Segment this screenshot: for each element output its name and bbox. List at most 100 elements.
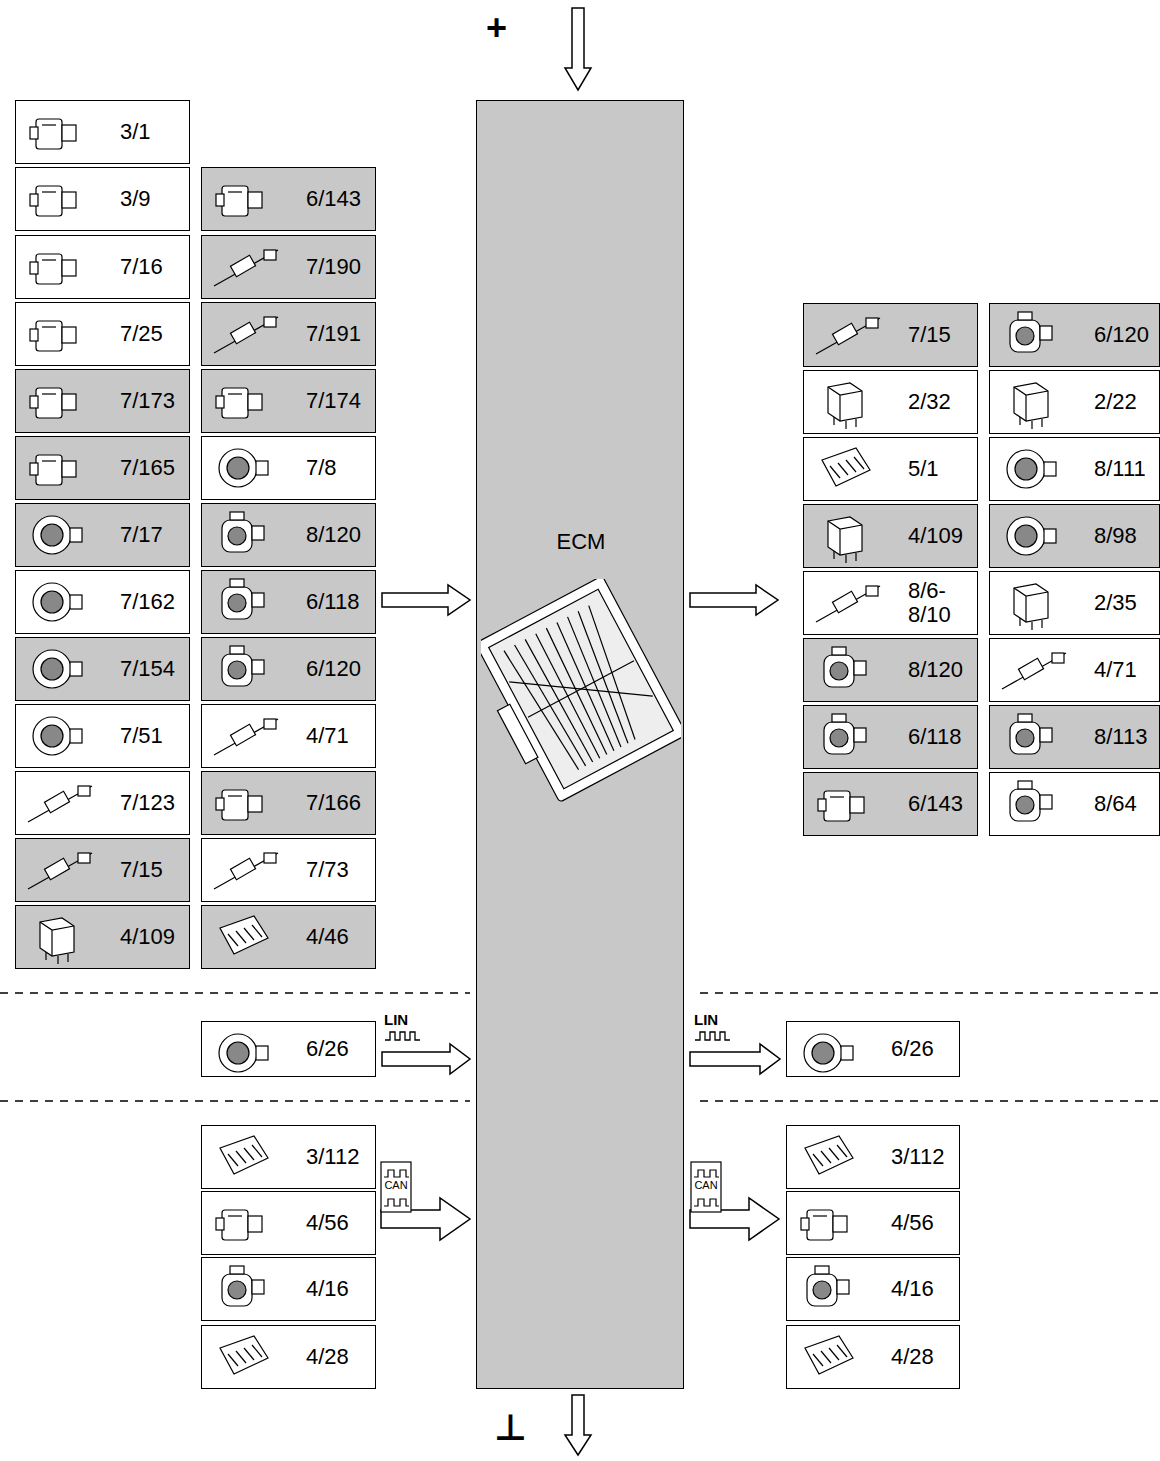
component-icon bbox=[208, 506, 288, 564]
component-icon bbox=[810, 507, 890, 565]
component-box: 4/56 bbox=[201, 1191, 376, 1255]
component-icon bbox=[793, 1328, 873, 1386]
component-box: 7/190 bbox=[201, 235, 376, 299]
component-icon bbox=[208, 1260, 288, 1318]
component-box: 8/6- 8/10 bbox=[803, 571, 978, 635]
component-icon bbox=[22, 908, 102, 966]
component-icon bbox=[793, 1128, 873, 1186]
component-number: 4/56 bbox=[306, 1211, 349, 1235]
component-number: 7/8 bbox=[306, 456, 337, 480]
component-box: 8/64 bbox=[989, 772, 1160, 836]
signal-arrow bbox=[382, 585, 470, 615]
component-box: 3/1 bbox=[15, 100, 190, 164]
component-icon bbox=[22, 640, 102, 698]
component-box: 4/71 bbox=[989, 638, 1160, 702]
component-icon bbox=[996, 507, 1076, 565]
component-number: 7/15 bbox=[120, 858, 163, 882]
component-box: 8/113 bbox=[989, 705, 1160, 769]
component-number: 7/123 bbox=[120, 791, 175, 815]
bus-name: LIN bbox=[694, 1012, 718, 1027]
component-box: 8/98 bbox=[989, 504, 1160, 568]
component-number: 2/32 bbox=[908, 390, 951, 414]
component-number: 7/191 bbox=[306, 322, 361, 346]
component-box: 3/112 bbox=[201, 1125, 376, 1189]
component-number: 4/16 bbox=[891, 1277, 934, 1301]
component-icon bbox=[22, 103, 102, 161]
component-icon bbox=[208, 1328, 288, 1386]
component-icon bbox=[810, 306, 890, 364]
component-icon bbox=[996, 373, 1076, 431]
component-box: 7/8 bbox=[201, 436, 376, 500]
component-number: 4/71 bbox=[1094, 658, 1137, 682]
component-box: 4/71 bbox=[201, 704, 376, 768]
component-box: 7/51 bbox=[15, 704, 190, 768]
component-box: 4/16 bbox=[786, 1257, 960, 1321]
component-number: 8/64 bbox=[1094, 792, 1137, 816]
component-icon bbox=[22, 372, 102, 430]
component-icon bbox=[793, 1024, 873, 1082]
component-number: 7/15 bbox=[908, 323, 951, 347]
signal-arrow bbox=[381, 8, 779, 1455]
component-box: 3/112 bbox=[786, 1125, 960, 1189]
component-box: 6/26 bbox=[786, 1021, 960, 1077]
component-number: 8/113 bbox=[1094, 725, 1147, 749]
component-number: 7/51 bbox=[120, 724, 163, 748]
component-number: 8/6- 8/10 bbox=[908, 579, 958, 627]
component-icon bbox=[996, 775, 1076, 833]
component-number: 6/118 bbox=[306, 590, 359, 614]
component-icon bbox=[996, 708, 1076, 766]
component-box: 6/118 bbox=[803, 705, 978, 769]
component-box: 4/56 bbox=[786, 1191, 960, 1255]
component-number: 4/71 bbox=[306, 724, 349, 748]
component-number: 4/28 bbox=[891, 1345, 934, 1369]
component-number: 3/1 bbox=[120, 120, 151, 144]
component-number: 6/26 bbox=[891, 1037, 934, 1061]
component-number: 4/28 bbox=[306, 1345, 349, 1369]
component-number: 2/22 bbox=[1094, 390, 1137, 414]
component-box: 7/25 bbox=[15, 302, 190, 366]
component-icon bbox=[208, 908, 288, 966]
component-box: 6/118 bbox=[201, 570, 376, 634]
ecm-board-icon bbox=[481, 579, 681, 819]
component-box: 6/143 bbox=[201, 167, 376, 231]
component-number: 6/143 bbox=[306, 187, 361, 211]
signal-arrow bbox=[565, 1395, 591, 1455]
component-icon bbox=[22, 305, 102, 363]
component-box: 4/28 bbox=[786, 1325, 960, 1389]
component-number: 6/118 bbox=[908, 725, 961, 749]
component-icon bbox=[810, 574, 890, 632]
component-box: 6/26 bbox=[201, 1021, 376, 1077]
bus-name: LIN bbox=[384, 1012, 408, 1027]
component-icon bbox=[793, 1194, 873, 1252]
signal-arrow bbox=[690, 585, 778, 615]
component-number: 7/166 bbox=[306, 791, 361, 815]
bus-name: CAN bbox=[691, 1180, 721, 1191]
component-box: 7/166 bbox=[201, 771, 376, 835]
component-icon bbox=[22, 506, 102, 564]
component-number: 7/173 bbox=[120, 389, 175, 413]
component-icon bbox=[810, 641, 890, 699]
component-box: 4/46 bbox=[201, 905, 376, 969]
component-number: 7/73 bbox=[306, 858, 349, 882]
component-icon bbox=[996, 440, 1076, 498]
component-icon bbox=[810, 440, 890, 498]
component-number: 7/174 bbox=[306, 389, 361, 413]
component-box: 7/17 bbox=[15, 503, 190, 567]
component-box: 6/120 bbox=[989, 303, 1160, 367]
component-box: 6/143 bbox=[803, 772, 978, 836]
component-icon bbox=[208, 707, 288, 765]
component-icon bbox=[996, 641, 1076, 699]
component-icon bbox=[208, 573, 288, 631]
component-icon bbox=[22, 841, 102, 899]
component-number: 7/17 bbox=[120, 523, 163, 547]
component-box: 5/1 bbox=[803, 437, 978, 501]
component-number: 4/109 bbox=[120, 925, 175, 949]
module-name: ECM bbox=[557, 530, 606, 554]
component-box: 2/32 bbox=[803, 370, 978, 434]
component-box: 7/165 bbox=[15, 436, 190, 500]
lin-connector bbox=[382, 1044, 470, 1074]
component-box: 7/15 bbox=[15, 838, 190, 902]
component-icon bbox=[996, 306, 1076, 364]
component-number: 3/112 bbox=[306, 1145, 359, 1169]
component-box: 7/15 bbox=[803, 303, 978, 367]
